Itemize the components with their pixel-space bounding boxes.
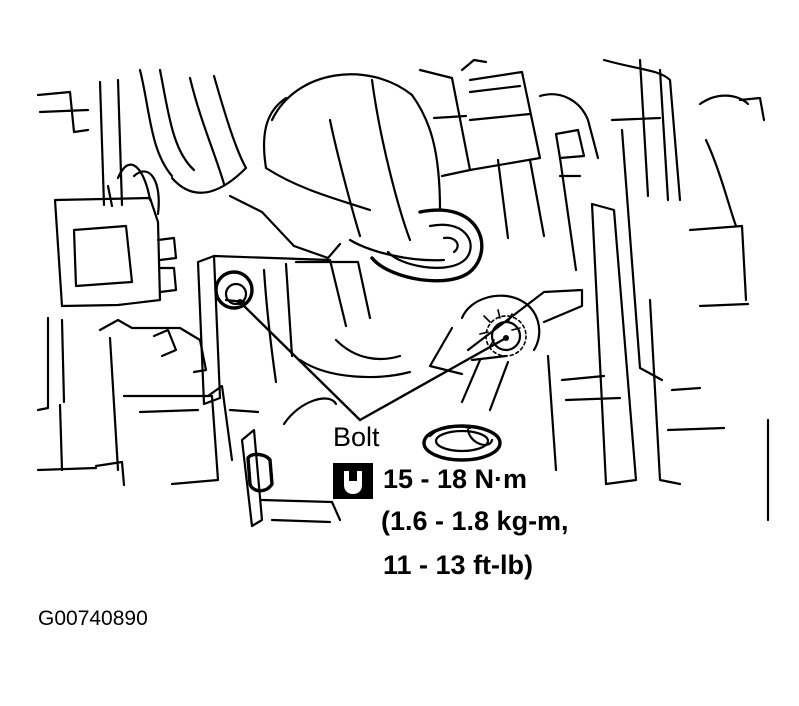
shaft-housing	[240, 338, 412, 528]
hose-loop	[370, 208, 484, 283]
steering-shaft	[460, 354, 510, 447]
bolt-callout-label: Bolt	[333, 422, 380, 452]
torque-value-kgm: (1.6 - 1.8 kg-m,	[381, 506, 569, 536]
torque-value-ftlb: 11 - 13 ft-lb)	[383, 550, 534, 580]
bolt-head-left	[214, 270, 254, 310]
bolt-callout-leaders	[237, 299, 509, 422]
lower-left-panel	[94, 318, 260, 487]
right-frame	[460, 58, 770, 522]
torque-value-nm: 15 - 18 N·m	[383, 464, 528, 494]
universal-joint	[428, 288, 584, 376]
wiring-harness	[138, 68, 248, 194]
torque-wrench-icon	[333, 463, 373, 499]
left-frame	[36, 78, 124, 472]
electrical-connector	[53, 163, 178, 308]
column-boot-seal	[422, 424, 502, 462]
mounting-bracket	[196, 194, 372, 406]
steering-column-housing	[262, 68, 546, 262]
figure-id: G00740890	[38, 607, 148, 630]
